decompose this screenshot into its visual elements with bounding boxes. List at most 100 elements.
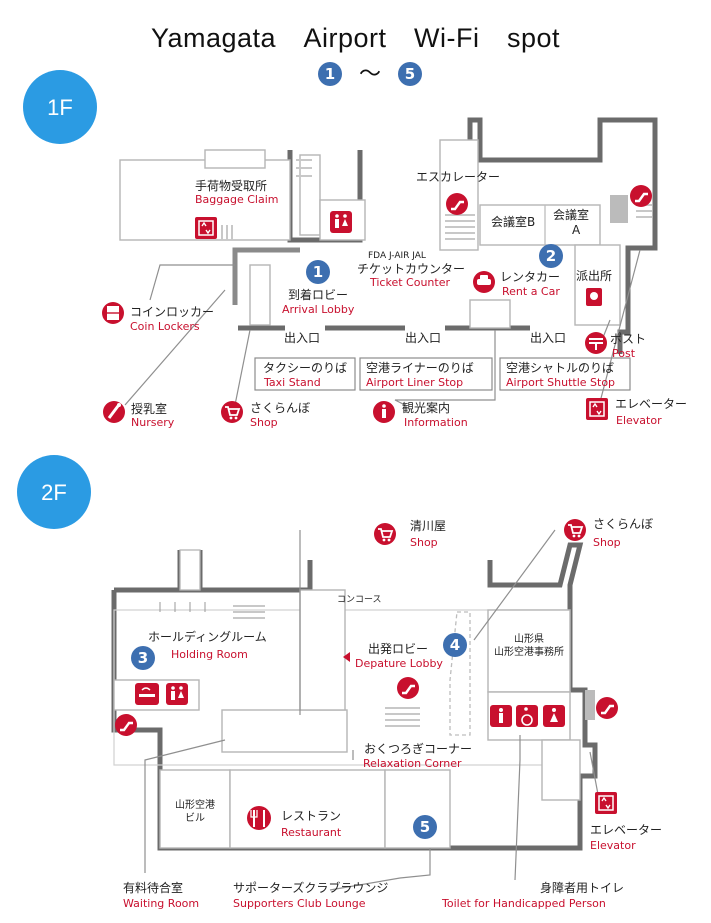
arrival-lobby-label: 到着ロビー (288, 287, 348, 302)
escalator-label: エスカレーター (416, 170, 500, 184)
restroom-icon (330, 211, 352, 233)
escalator-icon (444, 191, 470, 217)
escalator-icon (594, 695, 620, 721)
arrival-lobby-label-en: Arrival Lobby (282, 303, 355, 316)
spot-range: 1 ～ 5 (318, 62, 422, 87)
restaurant-label-en: Restaurant (281, 826, 342, 839)
liner-stop-box (359, 357, 493, 391)
rent-a-car-label: レンタカー (500, 270, 560, 284)
building-label-1: 山形空港 (175, 798, 215, 811)
escalator-icon (395, 675, 421, 701)
taxi-stand-label-en: Taxi Stand (263, 376, 321, 389)
restaurant-label: レストラン (281, 809, 341, 823)
meeting-room-a: 会議室 (553, 207, 589, 222)
police-box (574, 244, 621, 326)
ticket-counter-label: チケットカウンター (357, 262, 465, 276)
nursery-label: 授乳室 (131, 401, 167, 416)
shuttle-stop-label-en: Airport Shuttle Stop (506, 376, 615, 389)
liner-stop-label-en: Airport Liner Stop (366, 376, 463, 389)
elevator-icon (594, 791, 618, 815)
smoking-icon (135, 683, 159, 705)
cart-icon (220, 400, 244, 424)
wifi-spot-1: 1 (306, 260, 330, 284)
sakuranbo-shop-label: さくらんぼ (593, 517, 653, 531)
pref-office-label-2: 山形空港事務所 (494, 645, 564, 658)
car-icon (473, 271, 495, 293)
info-label-en: Information (404, 416, 468, 429)
liner-stop-label: 空港ライナーのりば (366, 361, 474, 375)
taxi-stand-box (254, 357, 356, 391)
nursery-icon (103, 401, 125, 423)
floor-plan-2f (111, 529, 601, 891)
floor-badge-2f: 2F (17, 455, 91, 529)
pref-office-room (487, 609, 571, 693)
rent-a-car-label-en: Rent a Car (502, 285, 560, 298)
exit-label-1: 出入口 (284, 331, 320, 345)
page-title: Yamagata Airport Wi-Fi spot (150, 23, 561, 53)
elevator-icon (194, 216, 218, 240)
range-end: 5 (405, 65, 415, 83)
arrow-icon (343, 652, 350, 662)
svg-text:1: 1 (313, 263, 323, 281)
info-icon (373, 401, 395, 423)
waiting-room-label-en: Waiting Room (123, 897, 199, 910)
relaxation-corner-label: おくつろぎコーナー (364, 742, 472, 756)
floor-badge-1f: 1F (23, 70, 97, 144)
escalator-icon (113, 712, 139, 738)
holding-room-label: ホールディングルーム (148, 629, 267, 644)
restroom-icon (166, 683, 188, 705)
police-icon (586, 288, 602, 306)
post-label: ポスト (610, 332, 646, 346)
restroom-woman-icon (543, 705, 565, 727)
cart-icon (563, 518, 587, 542)
range-start: 1 (325, 65, 335, 83)
range-separator: ～ (359, 62, 381, 87)
seikawa-shop-label: 清川屋 (410, 519, 446, 533)
pref-office-label-1: 山形県 (514, 633, 544, 645)
info-label: 観光案内 (402, 400, 450, 415)
airline-names: FDA J-AIR JAL (368, 251, 426, 261)
coin-lockers-label-en: Coin Lockers (130, 320, 200, 333)
shuttle-stop-box (499, 357, 631, 391)
svg-text:5: 5 (420, 818, 430, 836)
svg-text:4: 4 (450, 636, 460, 654)
elevator-label-2f: エレベーター (590, 823, 662, 837)
taxi-stand-label: タクシーのりば (263, 361, 347, 375)
elevator-label-1f: エレベーター (615, 397, 687, 411)
holding-room-label-en: Holding Room (171, 648, 248, 661)
meeting-room-a-letter: A (572, 223, 581, 237)
floor-label-2f: 2F (41, 480, 67, 505)
wifi-spot-5: 5 (413, 815, 437, 839)
restaurant-icon (247, 806, 271, 830)
seikawa-shop-label-en: Shop (410, 536, 438, 549)
sakuranbo-shop-label-en: Shop (593, 536, 621, 549)
restroom-man-icon (490, 705, 512, 727)
meeting-room-b: 会議室B (491, 214, 535, 229)
wifi-spot-4: 4 (443, 633, 467, 657)
police-box-label: 派出所 (576, 269, 612, 283)
nursery-label-en: Nursery (131, 416, 175, 429)
supporters-lounge-label: サポーターズクラブラウンジ (233, 880, 388, 895)
locker-icon (102, 302, 124, 324)
wifi-spot-3: 3 (131, 646, 155, 670)
svg-text:3: 3 (138, 649, 148, 667)
elevator-label-1f-en: Elevator (616, 414, 662, 427)
floor-label-1f: 1F (47, 95, 73, 120)
post-icon (585, 332, 607, 354)
building-office (159, 769, 231, 849)
exit-label-3: 出入口 (530, 331, 566, 345)
shop-label-1f: さくらんぼ (250, 401, 310, 415)
baggage-claim-label: 手荷物受取所 (195, 179, 267, 193)
wheelchair-icon (516, 705, 538, 727)
baggage-claim-label-en: Baggage Claim (195, 193, 279, 206)
supporters-lounge-label-en: Supporters Club Lounge (233, 897, 366, 910)
building-label-2: ビル (185, 812, 205, 824)
cart-icon (373, 522, 397, 546)
coin-lockers-label: コインロッカー (130, 305, 214, 319)
wifi-spot-2: 2 (539, 244, 563, 268)
ticket-counter-label-en: Ticket Counter (369, 276, 450, 289)
waiting-room-label: 有料待合室 (123, 880, 183, 895)
shop-label-1f-en: Shop (250, 416, 278, 429)
svg-text:2: 2 (546, 247, 556, 265)
